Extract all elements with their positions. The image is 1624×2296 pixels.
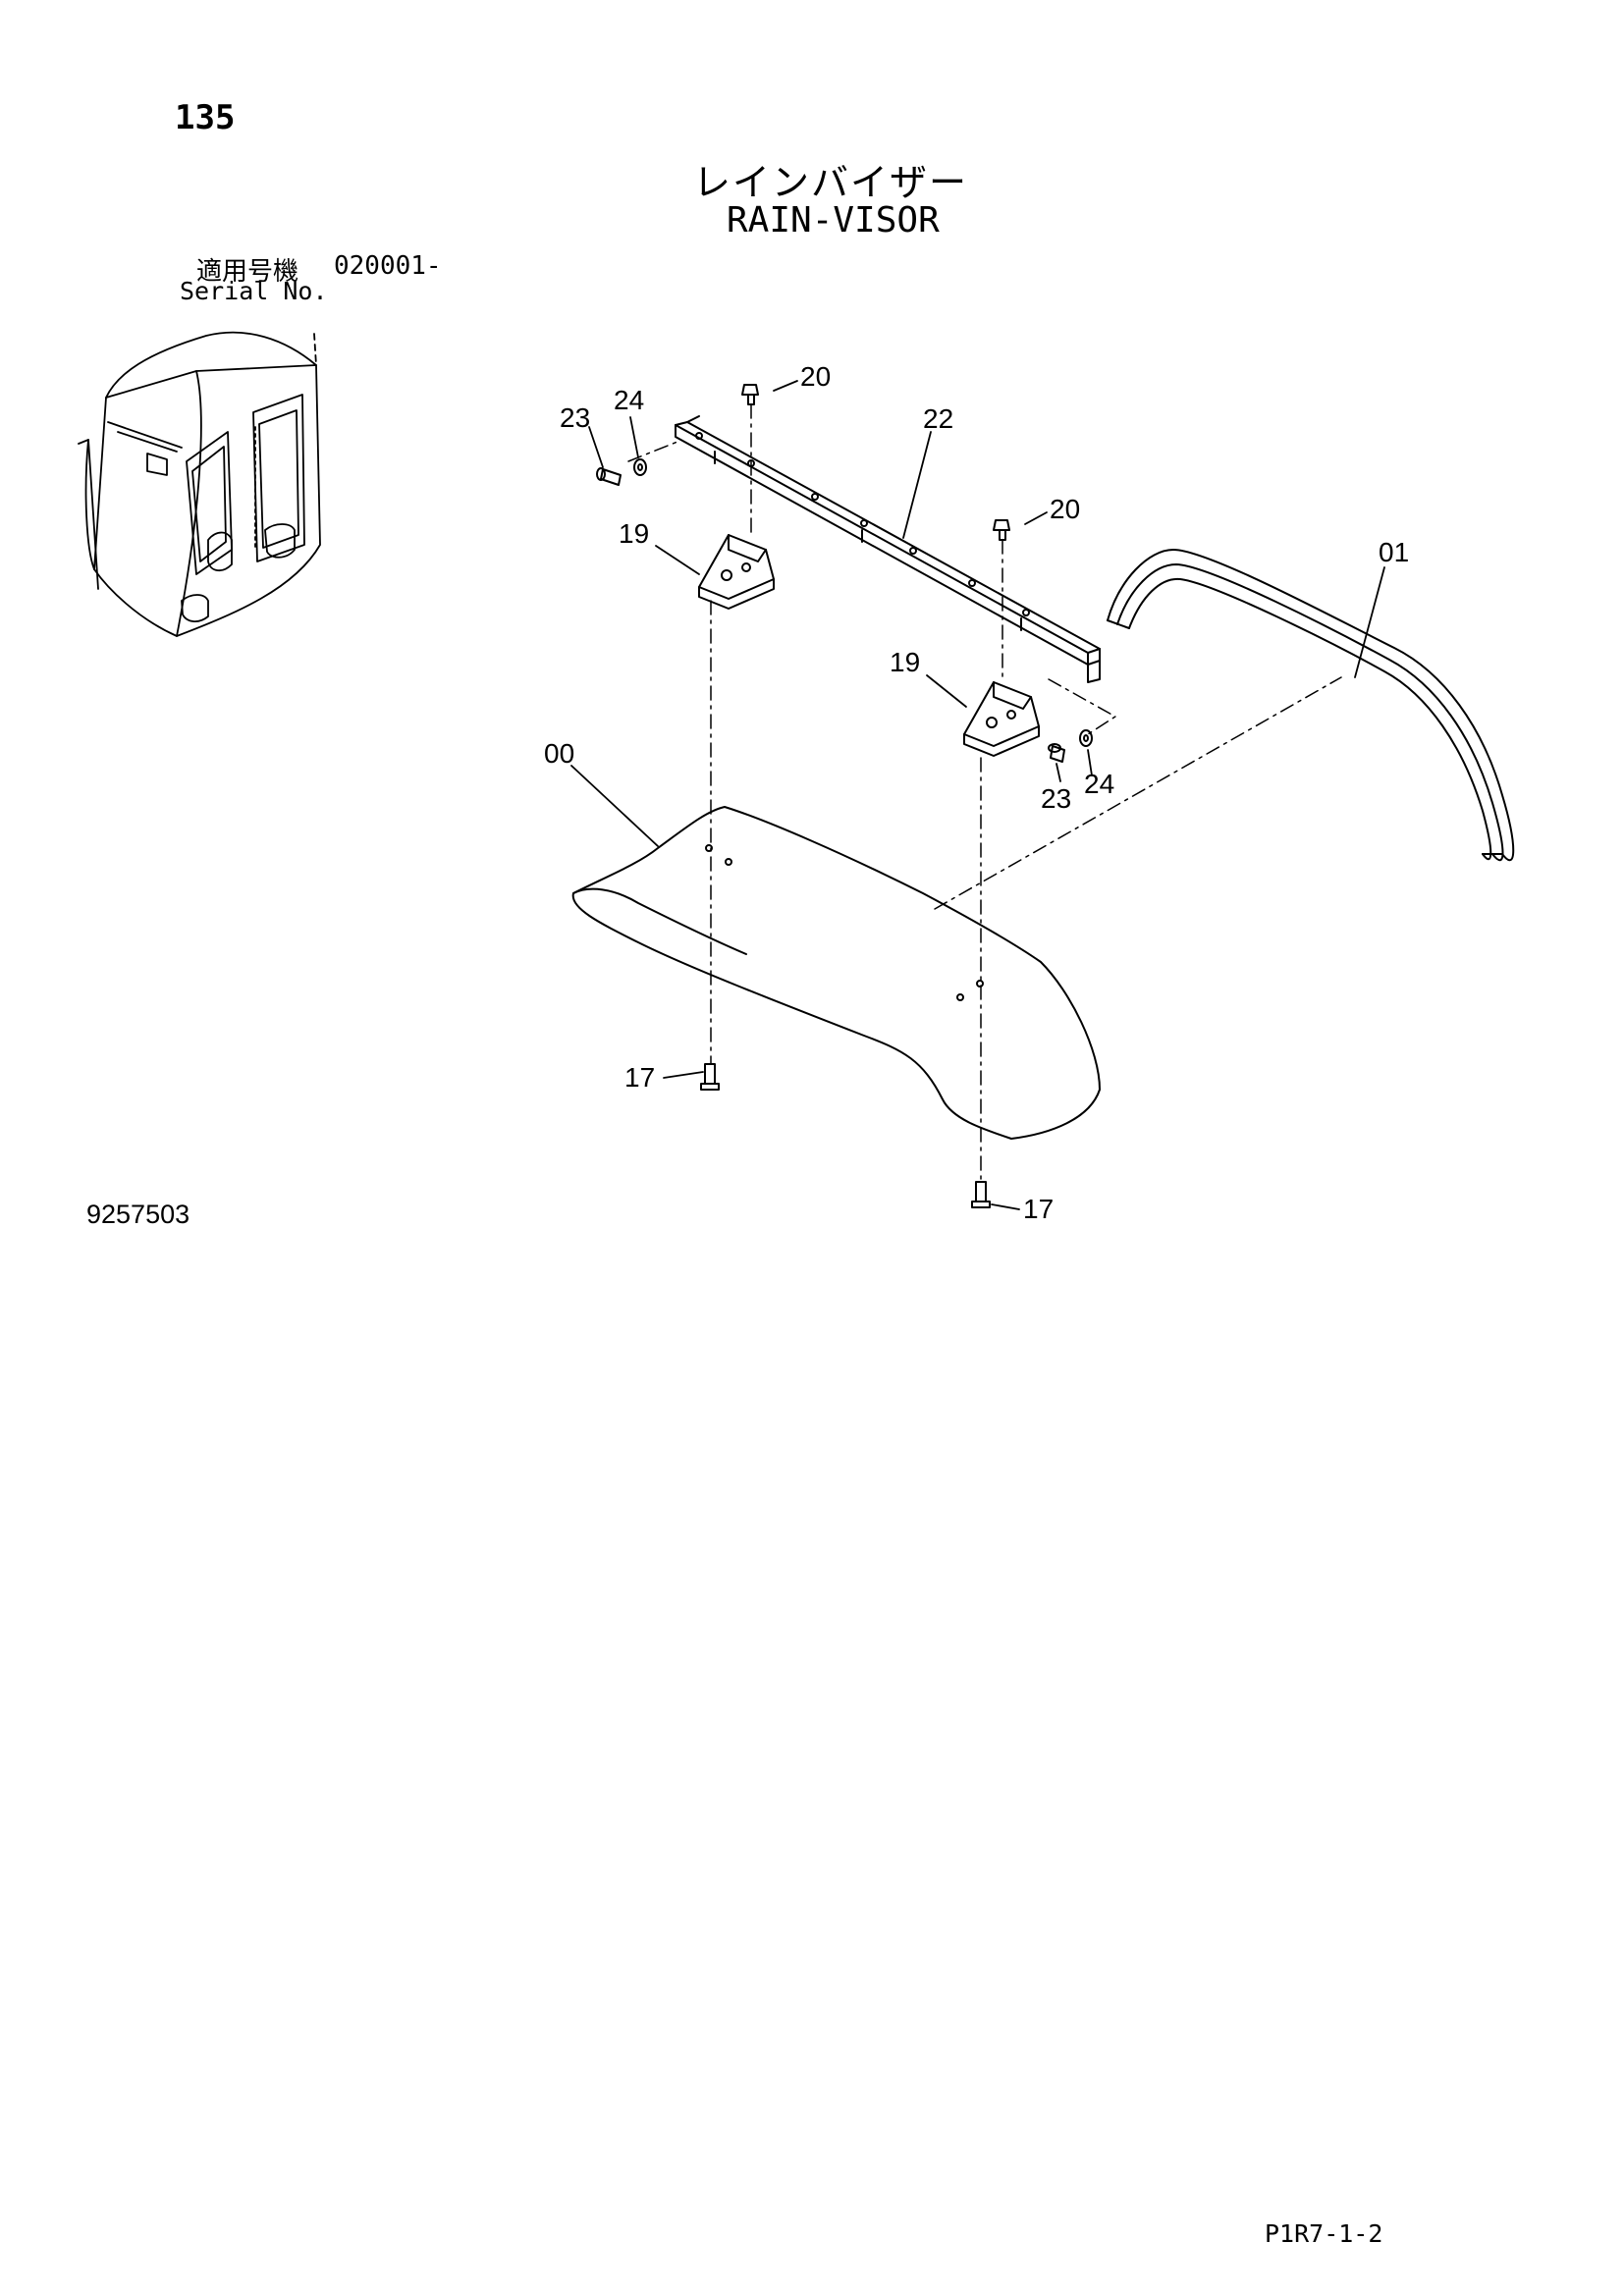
page-reference: P1R7-1-2 bbox=[1265, 2219, 1383, 2248]
washer-part-24-upper bbox=[633, 458, 647, 476]
callout-19-upper: 19 bbox=[619, 518, 649, 549]
callout-17-right: 17 bbox=[1023, 1194, 1054, 1224]
assembly-dashed-lines bbox=[627, 403, 1342, 1183]
callout-numbers: 20 23 24 22 20 19 01 19 00 23 24 17 17 bbox=[544, 361, 1409, 1224]
callout-17-left: 17 bbox=[624, 1062, 655, 1093]
callout-00: 00 bbox=[544, 738, 574, 769]
callout-leader-lines bbox=[570, 380, 1385, 1210]
callout-19-lower: 19 bbox=[890, 647, 920, 677]
serial-label-japanese: 適用号機 bbox=[196, 257, 299, 287]
callout-23-lower: 23 bbox=[1041, 783, 1071, 814]
cab-thumbnail-illustration bbox=[78, 331, 321, 637]
callout-22: 22 bbox=[923, 403, 953, 434]
bolt-part-20-lower bbox=[993, 519, 1010, 541]
bolt-part-20-upper bbox=[741, 384, 759, 405]
serial-label-english: Serial No. bbox=[180, 277, 328, 305]
washer-part-24-lower bbox=[1079, 729, 1093, 747]
callout-20-upper: 20 bbox=[800, 361, 831, 392]
mounting-rail-part-22 bbox=[675, 415, 1101, 683]
callout-20-lower: 20 bbox=[1050, 494, 1080, 524]
bracket-part-19-lower bbox=[963, 681, 1040, 757]
callout-23-upper: 23 bbox=[560, 402, 590, 433]
title-japanese: レインバイザー bbox=[693, 161, 969, 204]
serial-number-value: 020001- bbox=[334, 251, 442, 281]
screw-part-23-lower bbox=[1048, 743, 1065, 763]
page-number: 135 bbox=[175, 98, 236, 137]
callout-24-upper: 24 bbox=[614, 385, 644, 415]
callout-01: 01 bbox=[1379, 537, 1409, 567]
screw-part-23-upper bbox=[596, 467, 622, 486]
title-english: RAIN-VISOR bbox=[727, 200, 940, 240]
seal-strip-part-01 bbox=[1107, 549, 1515, 862]
bolt-part-17-right bbox=[971, 1181, 991, 1208]
visor-panel-part-00 bbox=[571, 806, 1101, 1140]
bolt-part-17-left bbox=[700, 1063, 720, 1091]
drawing-number: 9257503 bbox=[86, 1200, 190, 1229]
bracket-part-19-upper bbox=[698, 534, 775, 610]
callout-24-lower: 24 bbox=[1084, 769, 1114, 799]
